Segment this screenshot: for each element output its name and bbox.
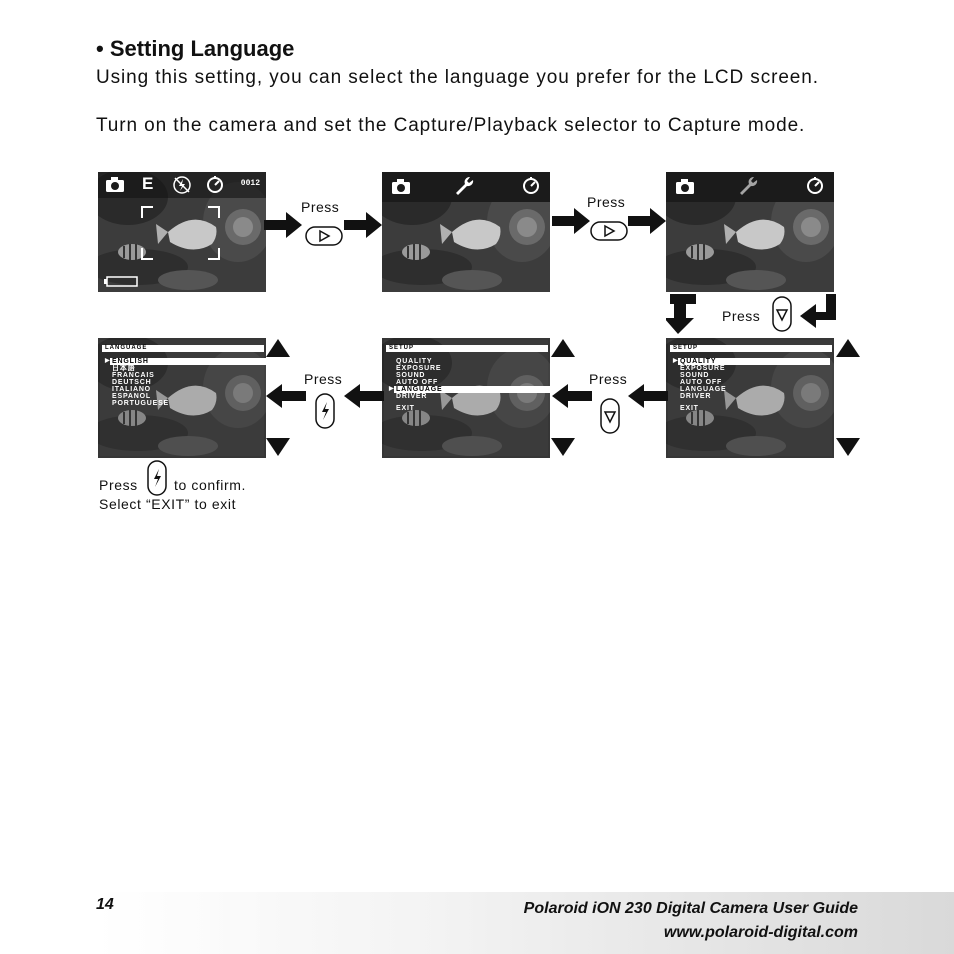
camera-icon: [392, 179, 410, 194]
left-arrow: [628, 384, 668, 408]
shot-counter: 0012: [240, 179, 260, 188]
press-label: Press: [589, 371, 628, 387]
setup-menu-list: QUALITY EXPOSURE SOUND AUTO OFF ▶LANGUAG…: [389, 358, 443, 412]
menu-item-driver[interactable]: DRIVER: [680, 393, 712, 400]
flash-button: [315, 393, 335, 429]
menu-item-sound[interactable]: SOUND: [680, 372, 710, 379]
guide-title: Polaroid iON 230 Digital Camera User Gui…: [523, 900, 858, 917]
press-label: Press: [304, 371, 343, 387]
right-arrow: [344, 212, 382, 238]
lcd-setup-menu-language: SETUP QUALITY EXPOSURE SOUND AUTO OFF ▶L…: [382, 338, 550, 458]
battery-icon: [104, 276, 138, 287]
page-number: 14: [96, 896, 114, 913]
press-label: Press: [301, 199, 340, 215]
selection-bar: [110, 358, 266, 365]
language-item-francais[interactable]: FRANCAIS: [112, 372, 155, 379]
camera-icon: [676, 179, 694, 194]
menu-item-auto-off[interactable]: AUTO OFF: [396, 379, 439, 386]
lcd-menu-tabs: [382, 172, 550, 202]
selection-bar: [394, 386, 550, 393]
mode-letter: E: [142, 174, 154, 193]
confirm-press-label: Press: [99, 477, 138, 493]
language-item-italiano[interactable]: ITALIANO: [112, 386, 151, 393]
right-button: [305, 226, 343, 246]
down-button: [772, 296, 792, 332]
lcd-screen-capture-icons: [382, 172, 550, 292]
menu-item-exposure[interactable]: EXPOSURE: [680, 365, 726, 372]
language-item-portuguese[interactable]: PORTUGUESE: [112, 400, 170, 407]
lcd-screen-wrench-selected: [666, 172, 834, 292]
down-arrow: [666, 294, 696, 334]
language-item-deutsch[interactable]: DEUTSCH: [112, 379, 152, 386]
menu-item-quality[interactable]: ▶QUALITY: [673, 358, 717, 365]
flash-button: [147, 460, 167, 496]
lcd-setup-menu-quality: SETUP ▶QUALITY EXPOSURE SOUND AUTO OFF L…: [666, 338, 834, 458]
instruction-paragraph: Turn on the camera and set the Capture/P…: [96, 115, 806, 136]
menu-item-driver[interactable]: DRIVER: [396, 393, 428, 400]
menu-item-language[interactable]: ▶LANGUAGE: [389, 386, 443, 393]
footer-band: [96, 892, 954, 954]
menu-title: SETUP: [670, 345, 832, 352]
down-triangle: [266, 438, 290, 456]
press-label: Press: [722, 308, 761, 324]
menu-title: LANGUAGE: [102, 345, 264, 352]
page-footer: 14 Polaroid iON 230 Digital Camera User …: [96, 892, 954, 954]
right-arrow: [552, 208, 590, 234]
left-arrow: [552, 384, 592, 408]
timer-icon: [523, 176, 539, 194]
menu-item-quality[interactable]: QUALITY: [396, 358, 433, 365]
lcd-screen-capture: E 0012: [98, 172, 266, 292]
language-item-japanese[interactable]: 日本語: [112, 365, 136, 372]
intro-paragraph: Using this setting, you can select the l…: [96, 67, 819, 88]
down-left-arrow: [800, 294, 836, 328]
menu-item-auto-off[interactable]: AUTO OFF: [680, 379, 723, 386]
focus-frame: [141, 206, 220, 260]
right-arrow: [628, 208, 666, 234]
down-triangle: [836, 438, 860, 456]
language-menu-list: ▶ENGLISH 日本語 FRANCAIS DEUTSCH ITALIANO E…: [105, 358, 170, 407]
timer-icon: [807, 176, 823, 194]
website-url: www.polaroid-digital.com: [663, 924, 858, 941]
menu-item-language[interactable]: LANGUAGE: [680, 386, 727, 393]
menu-title: SETUP: [386, 345, 548, 352]
press-label: Press: [587, 194, 626, 210]
language-item-english[interactable]: ▶ENGLISH: [105, 358, 149, 365]
up-triangle: [551, 339, 575, 357]
right-arrow: [264, 212, 302, 238]
wrench-icon: [456, 176, 474, 195]
left-arrow: [266, 384, 306, 408]
down-triangle: [551, 438, 575, 456]
confirm-text: to confirm.: [174, 477, 246, 493]
selection-bar: [678, 358, 830, 365]
menu-item-exit[interactable]: EXIT: [396, 405, 415, 412]
section-heading: • Setting Language: [96, 36, 295, 61]
lcd-language-menu: LANGUAGE ▶ENGLISH 日本語 FRANCAIS DEUTSCH I…: [98, 338, 266, 458]
up-triangle: [836, 339, 860, 357]
exit-instruction: Select “EXIT” to exit: [99, 496, 237, 512]
menu-item-exposure[interactable]: EXPOSURE: [396, 365, 442, 372]
flash-off-icon: [173, 176, 191, 194]
setup-menu-list: ▶QUALITY EXPOSURE SOUND AUTO OFF LANGUAG…: [673, 358, 727, 412]
down-button: [600, 398, 620, 434]
lcd-status-bar: E 0012: [98, 172, 266, 198]
left-arrow: [344, 384, 384, 408]
language-item-espanol[interactable]: ESPANOL: [112, 393, 151, 400]
wrench-icon: [740, 176, 758, 195]
up-triangle: [266, 339, 290, 357]
menu-item-sound[interactable]: SOUND: [396, 372, 426, 379]
menu-item-exit[interactable]: EXIT: [680, 405, 699, 412]
right-button: [590, 221, 628, 241]
lcd-menu-tabs: [666, 172, 834, 202]
